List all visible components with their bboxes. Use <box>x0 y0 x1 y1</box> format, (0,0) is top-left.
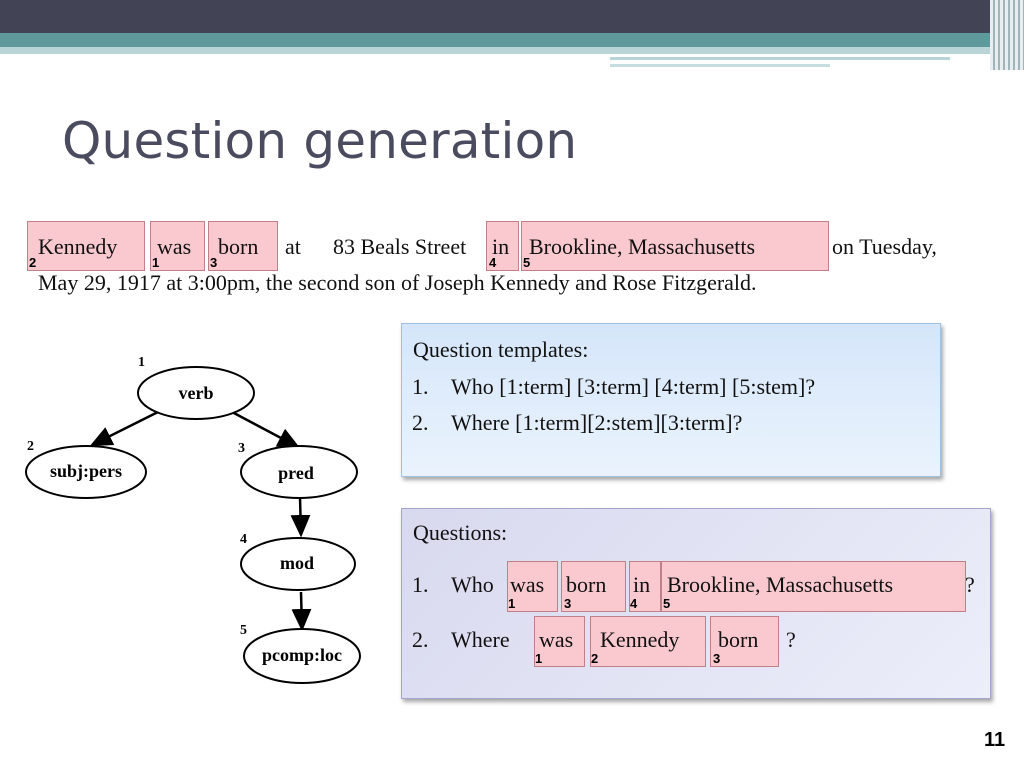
sentence-word: in <box>492 234 510 259</box>
template-item: Where [1:term][2:stem][3:term]? <box>451 410 743 435</box>
sentence-word: was <box>157 234 192 259</box>
templates-heading: Question templates: <box>413 337 589 362</box>
highlight-kennedy <box>590 616 706 667</box>
highlight-was <box>150 221 205 271</box>
sentence-word: on Tuesday, <box>832 234 937 259</box>
role-marker: 1 <box>535 651 543 666</box>
role-marker: 2 <box>591 651 599 666</box>
node-label: pred <box>278 463 314 483</box>
role-marker: 1 <box>508 596 516 611</box>
sentence-word: at <box>285 234 301 259</box>
highlight-was <box>507 561 558 612</box>
template-number: 1. <box>412 374 429 399</box>
template-item: Who [1:term] [3:term] [4:term] [5:stem]? <box>451 374 816 399</box>
role-marker: 3 <box>210 255 218 270</box>
tree-edge <box>89 410 159 447</box>
questions-heading: Questions: <box>413 520 508 545</box>
banner-stripe <box>610 57 950 60</box>
node-number: 5 <box>240 623 247 638</box>
question-number: 2. <box>412 627 429 652</box>
highlight-born <box>710 616 779 667</box>
sentence-line-2: May 29, 1917 at 3:00pm, the second son o… <box>38 270 757 295</box>
node-label: mod <box>280 553 314 573</box>
question-word: Who <box>451 572 494 597</box>
tree-edge <box>290 496 311 538</box>
node-number: 4 <box>240 532 247 547</box>
node-label: pcomp:loc <box>262 645 342 665</box>
question-mark: ? <box>965 572 975 597</box>
highlight-brookline <box>661 561 966 612</box>
role-marker: 5 <box>523 255 531 270</box>
slide-title: Question generation <box>62 112 578 170</box>
role-marker: 2 <box>29 255 37 270</box>
tree-node-verb <box>137 366 255 420</box>
sentence-word: Kennedy <box>38 234 118 259</box>
sentence-word: born <box>218 234 259 259</box>
highlight-born <box>208 221 278 271</box>
highlight-born <box>561 561 626 612</box>
tree-edge <box>291 591 312 632</box>
banner-teal-band <box>0 33 1024 47</box>
page-number: 11 <box>984 729 1006 751</box>
question-word: Where <box>451 627 510 652</box>
banner-light-band <box>0 47 1024 54</box>
node-label: verb <box>179 383 214 403</box>
highlight-was <box>534 616 585 667</box>
role-marker: 3 <box>713 651 721 666</box>
role-marker: 3 <box>564 596 572 611</box>
question-word: born <box>718 627 759 652</box>
template-number: 2. <box>412 410 429 435</box>
banner-dark-band <box>0 0 1024 33</box>
question-mark: ? <box>786 627 796 652</box>
questions-box: Questions: 1. Who was born in Brookline,… <box>401 508 991 699</box>
tree-node-pred <box>240 445 358 499</box>
sentence-word: Brookline, Massachusetts <box>529 234 756 259</box>
highlight-in <box>486 221 519 271</box>
question-word: born <box>566 572 607 597</box>
tree-node-pcomp <box>243 628 361 684</box>
tree-node-mod <box>240 537 356 591</box>
highlight-brookline <box>521 221 829 271</box>
question-word: Brookline, Massachusetts <box>667 572 894 597</box>
role-marker: 4 <box>489 255 497 270</box>
node-number: 2 <box>27 439 34 454</box>
header-banner <box>0 0 1024 70</box>
question-templates-box: Question templates: 1. Who [1:term] [3:t… <box>401 323 941 477</box>
question-word: Kennedy <box>600 627 680 652</box>
question-word: was <box>539 627 574 652</box>
role-marker: 5 <box>663 596 671 611</box>
highlight-in <box>629 561 661 612</box>
question-word: was <box>510 572 545 597</box>
question-word: in <box>633 572 651 597</box>
question-number: 1. <box>412 572 429 597</box>
role-marker: 1 <box>152 255 160 270</box>
banner-vertical-stripes <box>990 0 1024 70</box>
tree-node-subj <box>25 445 147 499</box>
node-number: 1 <box>138 355 145 370</box>
banner-stripe <box>610 64 830 67</box>
role-marker: 4 <box>630 596 638 611</box>
sentence-word: 83 Beals Street <box>333 234 467 259</box>
highlight-kennedy <box>27 221 145 271</box>
tree-edge <box>231 410 301 449</box>
node-label: subj:pers <box>50 461 122 481</box>
node-number: 3 <box>238 441 245 456</box>
